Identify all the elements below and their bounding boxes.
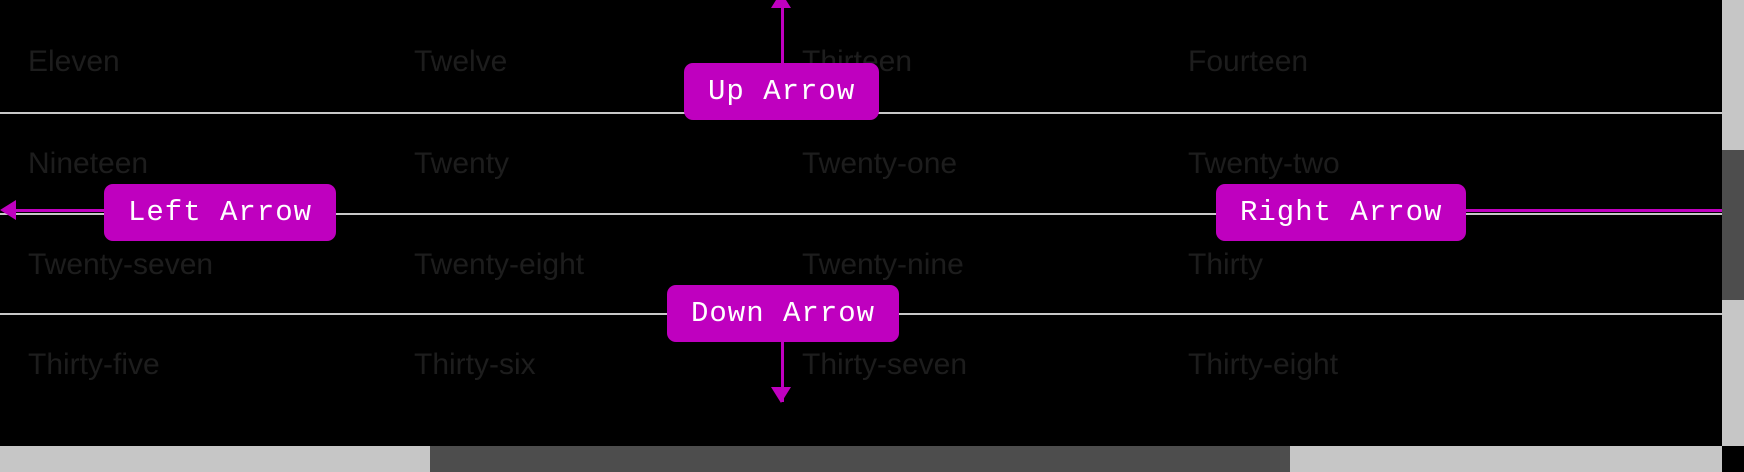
grid-cell: Twenty bbox=[414, 147, 510, 180]
arrow-up-icon-shaft bbox=[781, 0, 784, 64]
arrow-down-icon bbox=[771, 387, 791, 403]
arrow-down-icon-shaft bbox=[781, 340, 784, 402]
scrollbar-corner bbox=[1722, 446, 1744, 472]
arrow-left-icon bbox=[0, 200, 16, 220]
grid-cell: Twenty-nine bbox=[802, 248, 964, 281]
vertical-scrollbar-track[interactable] bbox=[1722, 0, 1744, 446]
grid-cell: Eleven bbox=[28, 45, 120, 78]
grid-cell: Fourteen bbox=[1188, 45, 1309, 78]
grid-cell: Thirty bbox=[1188, 248, 1263, 281]
arrow-left-icon-shaft bbox=[8, 209, 108, 212]
vertical-scrollbar-thumb[interactable] bbox=[1722, 150, 1744, 300]
horizontal-scrollbar-track[interactable] bbox=[0, 446, 1722, 472]
grid-cell: Twenty-two bbox=[1188, 147, 1340, 180]
arrow-up-icon bbox=[771, 0, 791, 8]
grid-cell: Thirty-six bbox=[414, 348, 536, 381]
arrow-label-down[interactable]: Down Arrow bbox=[667, 285, 900, 342]
grid-cell: Twelve bbox=[414, 45, 508, 78]
grid-cell: Twenty-eight bbox=[414, 248, 585, 281]
grid-cell: Thirty-seven bbox=[802, 348, 968, 381]
grid-row: Twenty-seven Twenty-eight Twenty-nine Thirt… bbox=[0, 213, 1722, 313]
arrow-right-icon-shaft bbox=[1458, 209, 1728, 212]
arrow-label-right[interactable]: Right Arrow bbox=[1216, 184, 1467, 241]
grid-cell: Twenty-one bbox=[802, 147, 958, 180]
arrow-label-left[interactable]: Left Arrow bbox=[104, 184, 337, 241]
arrow-label-up[interactable]: Up Arrow bbox=[684, 63, 880, 120]
grid-cell: Thirty-five bbox=[28, 348, 160, 381]
grid-cell: Nineteen bbox=[28, 147, 149, 180]
grid-cell: Twenty-seven bbox=[28, 248, 214, 281]
grid-cell: Thirty-eight bbox=[1188, 348, 1339, 381]
horizontal-scrollbar-thumb[interactable] bbox=[430, 446, 1290, 472]
